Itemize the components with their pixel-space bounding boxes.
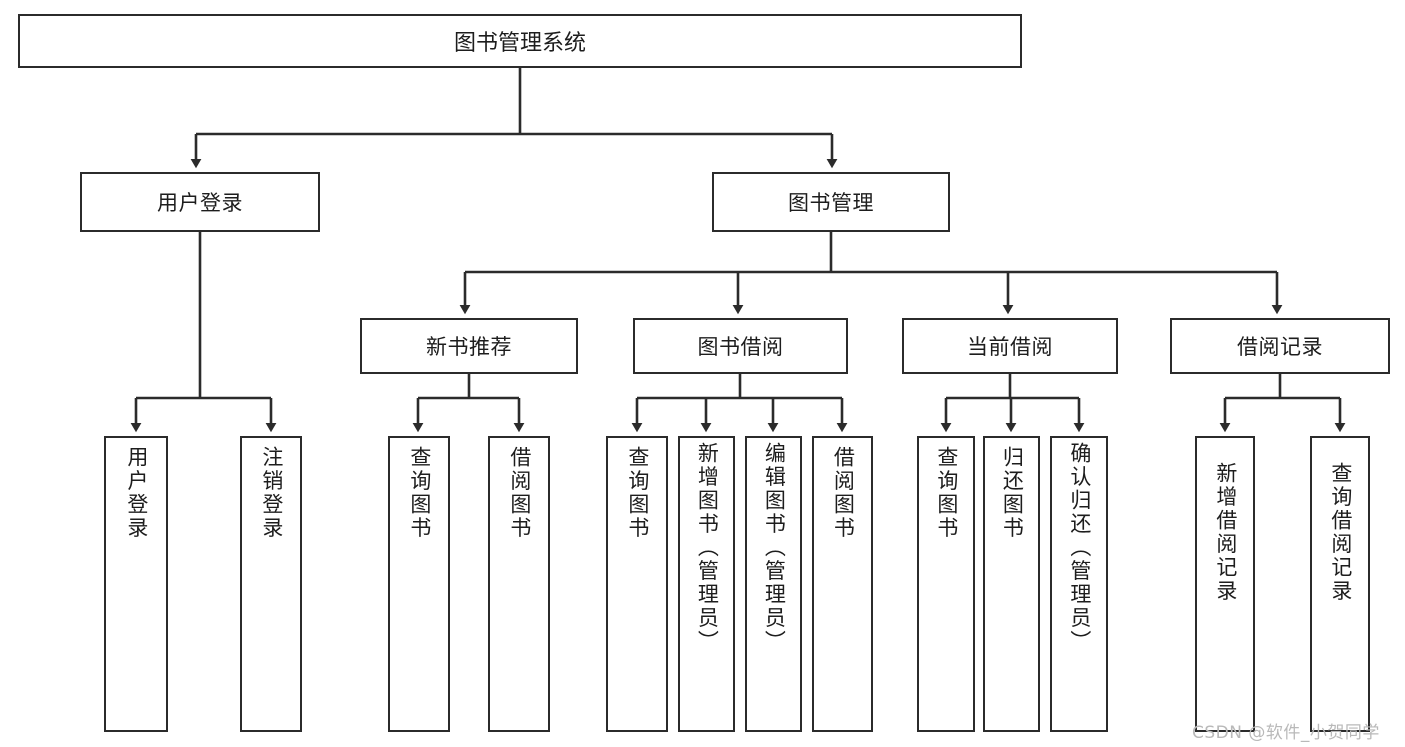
leaf-node[interactable]: 注销登录	[240, 436, 302, 732]
leaf-label: 编辑图书（管理员）	[762, 442, 787, 654]
node-current-borrow[interactable]: 当前借阅	[902, 318, 1118, 374]
leaf-label: 借阅图书	[831, 446, 856, 540]
node-current-borrow-label: 当前借阅	[967, 335, 1053, 359]
leaf-label: 新增图书（管理员）	[695, 442, 720, 654]
node-new-book-recommend-label: 新书推荐	[426, 335, 512, 359]
leaf-node[interactable]: 确认归还（管理员）	[1050, 436, 1108, 732]
node-new-book-recommend[interactable]: 新书推荐	[360, 318, 578, 374]
leaf-label: 新增借阅记录	[1213, 462, 1238, 603]
leaf-label: 注销登录	[259, 446, 284, 540]
node-root-label: 图书管理系统	[453, 31, 586, 56]
leaf-label: 用户登录	[124, 446, 149, 540]
leaf-label: 确认归还（管理员）	[1067, 442, 1092, 654]
node-book-borrow[interactable]: 图书借阅	[633, 318, 848, 374]
leaf-node[interactable]: 查询图书	[606, 436, 668, 732]
node-book-management[interactable]: 图书管理	[712, 172, 950, 232]
leaf-node[interactable]: 新增图书（管理员）	[678, 436, 735, 732]
node-user-login[interactable]: 用户登录	[80, 172, 320, 232]
leaf-node[interactable]: 借阅图书	[812, 436, 873, 732]
leaf-node[interactable]: 借阅图书	[488, 436, 550, 732]
node-user-login-label: 用户登录	[157, 191, 243, 215]
node-book-management-label: 图书管理	[788, 191, 874, 215]
node-book-borrow-label: 图书借阅	[697, 335, 784, 359]
leaf-node[interactable]: 查询图书	[917, 436, 975, 732]
leaf-label: 借阅图书	[507, 446, 532, 540]
leaf-label: 查询图书	[625, 446, 650, 540]
leaf-node[interactable]: 查询图书	[388, 436, 450, 732]
leaf-label: 归还图书	[1000, 446, 1025, 540]
leaf-label: 查询图书	[934, 446, 959, 540]
node-root[interactable]: 图书管理系统	[18, 14, 1022, 68]
leaf-node[interactable]: 新增借阅记录	[1195, 436, 1255, 732]
watermark: CSDN @软件_小贺同学	[1192, 723, 1380, 743]
leaf-node[interactable]: 查询借阅记录	[1310, 436, 1370, 732]
node-borrow-record[interactable]: 借阅记录	[1170, 318, 1390, 374]
leaf-node[interactable]: 用户登录	[104, 436, 168, 732]
leaf-label: 查询借阅记录	[1328, 462, 1353, 603]
leaf-label: 查询图书	[407, 446, 432, 540]
leaf-node[interactable]: 编辑图书（管理员）	[745, 436, 802, 732]
node-borrow-record-label: 借阅记录	[1237, 335, 1323, 359]
leaf-node[interactable]: 归还图书	[983, 436, 1040, 732]
